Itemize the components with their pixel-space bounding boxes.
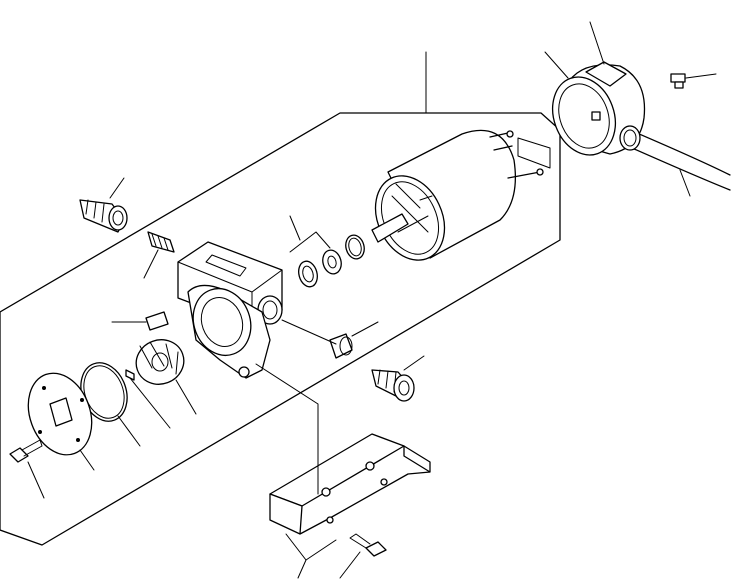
callout-leaders bbox=[27, 21, 717, 579]
pin bbox=[125, 369, 135, 381]
inlet-fitting bbox=[79, 199, 128, 233]
shaft-coupling bbox=[147, 231, 175, 253]
bracket-bolt bbox=[349, 533, 387, 557]
outlet-fitting-small bbox=[329, 333, 353, 359]
gasket bbox=[145, 311, 169, 331]
motor bbox=[371, 129, 551, 261]
o-ring-small bbox=[345, 234, 365, 260]
mounting-bracket bbox=[269, 433, 431, 535]
washers bbox=[298, 249, 342, 288]
end-plate bbox=[27, 372, 93, 456]
plate-bolt bbox=[9, 439, 43, 463]
cable bbox=[619, 125, 731, 191]
motor-cover bbox=[552, 61, 646, 156]
outlet-fitting bbox=[371, 369, 415, 402]
pump-housing bbox=[177, 241, 283, 379]
impeller bbox=[135, 339, 185, 385]
cable-clamp bbox=[670, 73, 686, 89]
